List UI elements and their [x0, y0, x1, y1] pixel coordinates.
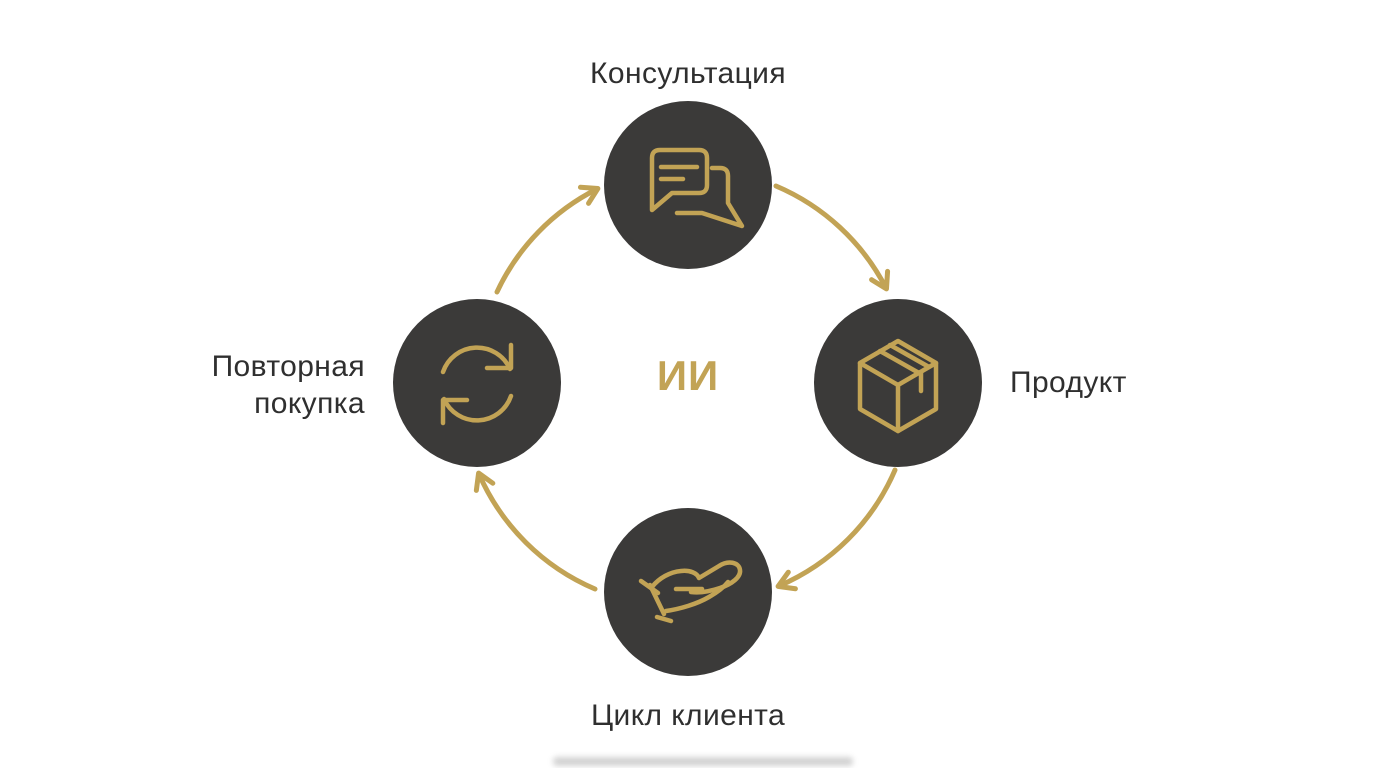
refresh-arrows-icon — [440, 342, 514, 426]
chat-bubbles-icon — [649, 147, 745, 229]
label-repeat-purchase: Повторная покупка — [211, 350, 365, 420]
label-consultation: Консультация — [590, 57, 786, 90]
node-repeat-purchase — [393, 299, 561, 467]
node-client-cycle — [604, 508, 772, 676]
arrow-client-cycle-to-repeat — [473, 470, 598, 592]
node-product — [814, 299, 982, 467]
label-client-cycle: Цикл клиента — [590, 699, 786, 732]
arrow-repeat-to-consultation — [494, 184, 601, 295]
giving-hand-icon — [638, 560, 743, 624]
node-consultation — [604, 101, 772, 269]
arrow-consultation-to-product — [773, 183, 891, 292]
label-product: Продукт — [1010, 366, 1127, 399]
arrow-product-to-client-cycle — [775, 467, 898, 592]
package-box-icon — [857, 338, 939, 434]
bottom-edge-artifact — [553, 757, 853, 766]
center-ai-label: ИИ — [656, 352, 720, 399]
